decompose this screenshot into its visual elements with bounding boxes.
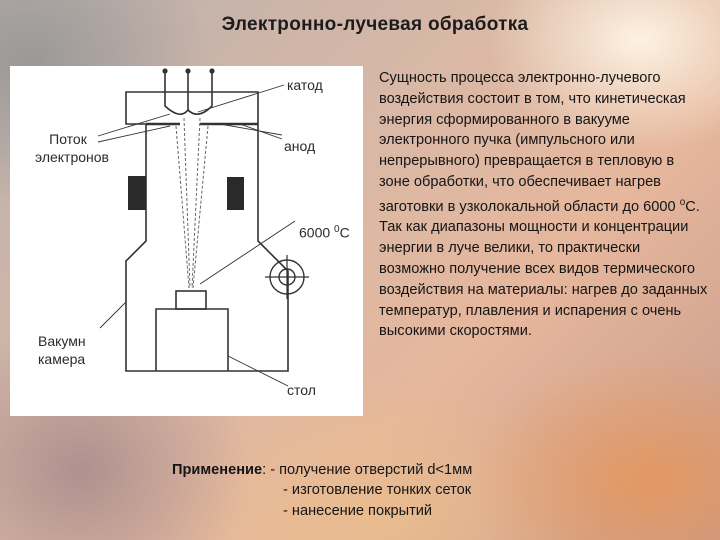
label-temperature: 6000 0С — [299, 221, 350, 242]
temperature-degree: 0 — [334, 224, 340, 235]
leader-temperature — [199, 220, 296, 285]
temperature-value: 6000 — [299, 224, 335, 241]
leader-flow-1 — [97, 113, 171, 137]
application-first-line: Применение: - получение отверстий d<1мм — [172, 460, 592, 480]
temperature-unit: С — [339, 224, 350, 241]
cathode-filament — [164, 92, 213, 115]
application-item-holes: : - получение отверстий d<1мм — [262, 462, 473, 478]
label-electron-flow-line1: Поток — [49, 131, 87, 147]
beam-edge — [192, 125, 209, 289]
diagram-drawing — [97, 68, 309, 387]
application-section: Применение: - получение отверстий d<1мм … — [172, 460, 592, 521]
leader-flow-2 — [97, 125, 171, 143]
label-vacuum-chamber-line2: камера — [38, 351, 86, 367]
slide-title: Электронно-лучевая обработка — [221, 14, 529, 35]
leader-table — [227, 355, 289, 387]
beam-edge — [191, 117, 201, 289]
leader-cathode — [197, 84, 285, 113]
chamber-wall — [125, 91, 289, 372]
essence-text-part2: С. Так как диапазоны мощности и концентр… — [379, 198, 708, 340]
work-table — [155, 308, 229, 371]
label-vacuum-chamber: Вакумн камера — [38, 332, 86, 368]
label-anode: анод — [284, 138, 316, 154]
leader-chamber — [99, 301, 127, 329]
label-cathode: катод — [287, 77, 323, 93]
leader-anode-1 — [219, 123, 283, 136]
label-electron-flow: Поток электронов — [32, 130, 112, 166]
process-essence-text: Сущность процесса электронно-лучевого во… — [379, 68, 709, 342]
application-label: Применение — [172, 462, 263, 478]
workpiece — [175, 290, 207, 310]
focusing-coil-left — [128, 176, 146, 210]
label-electron-flow-line2: электронов — [34, 149, 109, 165]
essence-text-part1: Сущность процесса электронно-лучевого во… — [379, 70, 686, 215]
beam-edge — [183, 117, 191, 289]
electron-beam-diagram: катод Поток электронов анод 6000 0С Ваку… — [10, 66, 363, 416]
leader-anode-2 — [239, 123, 283, 140]
essence-degree: о — [679, 196, 686, 208]
application-item-coatings: - нанесение покрытий — [283, 502, 433, 519]
application-item-meshes: - изготовление тонких сеток — [283, 482, 472, 499]
label-vacuum-chamber-line1: Вакумн — [38, 333, 86, 349]
beam-edge — [175, 125, 190, 289]
focusing-coil-right — [227, 177, 244, 210]
label-table: стол — [287, 382, 316, 398]
